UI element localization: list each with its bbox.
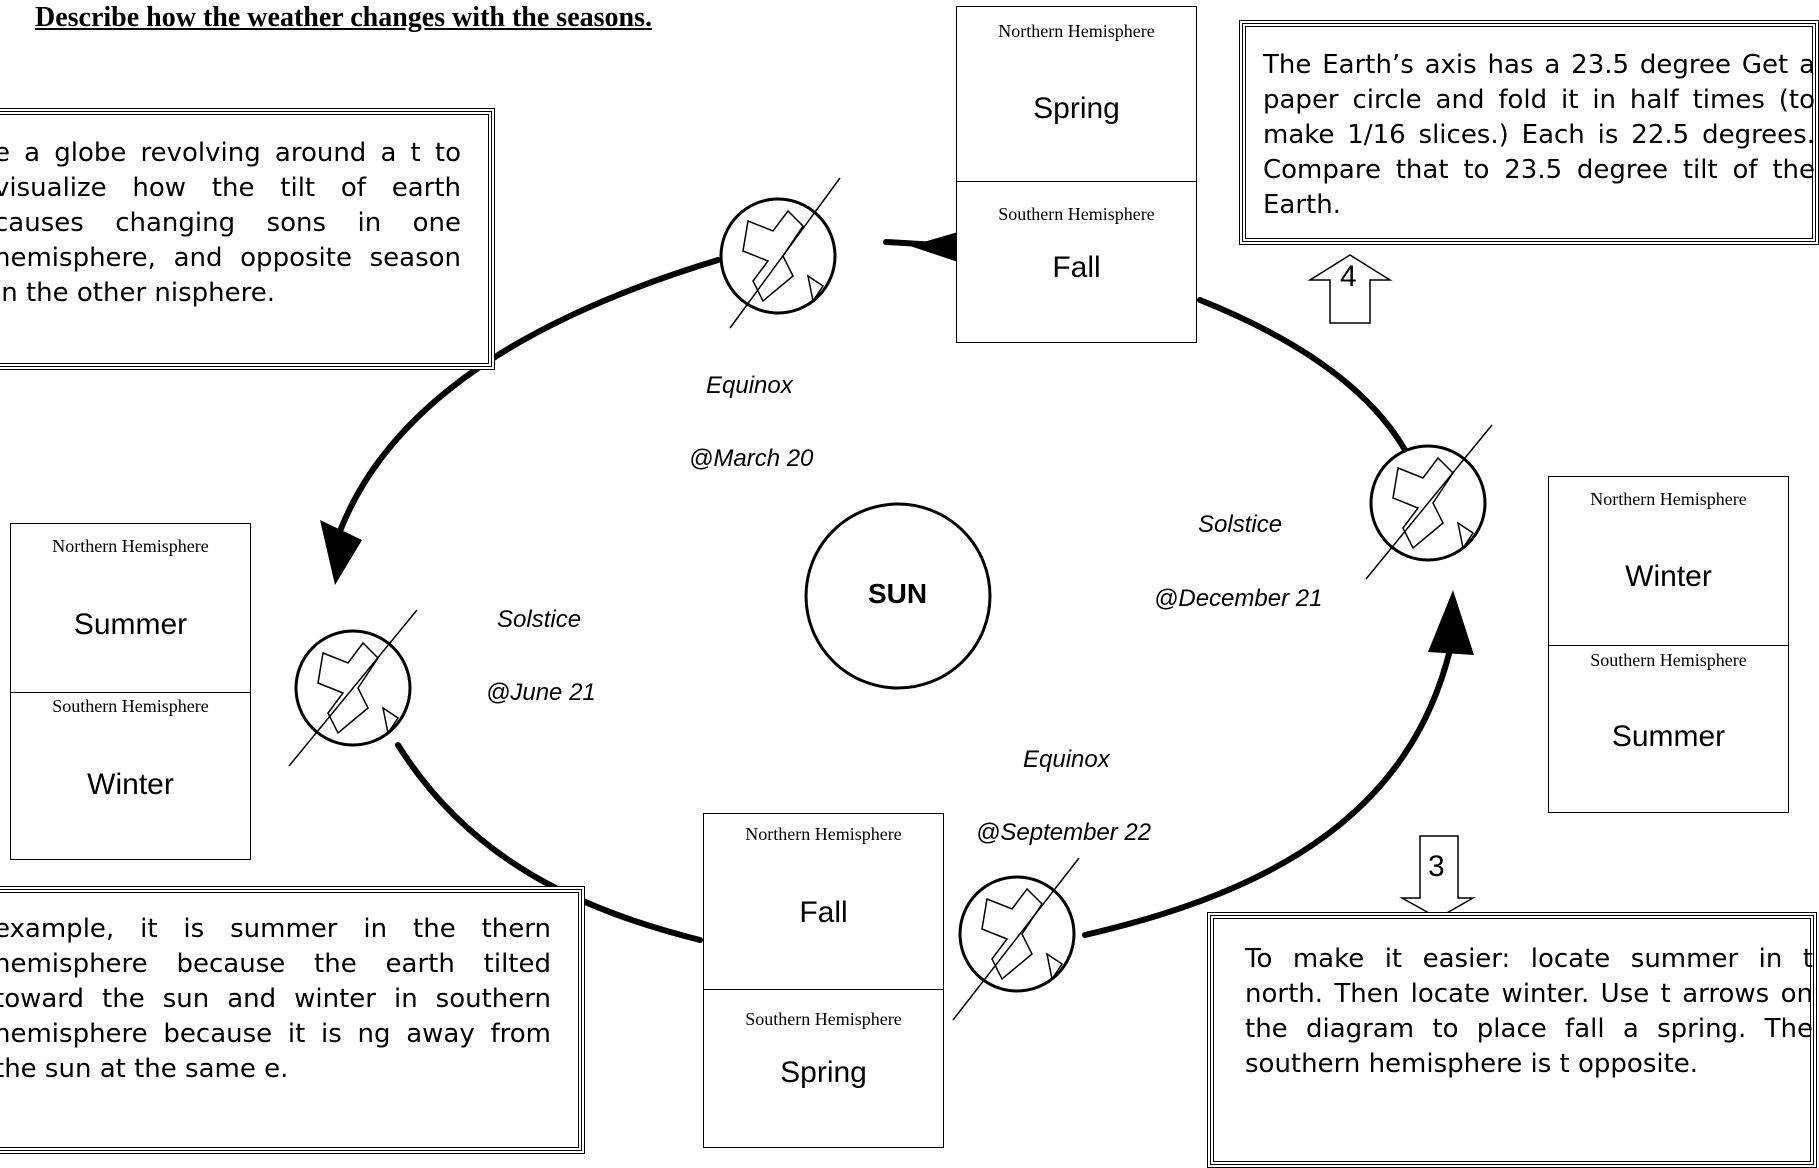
northern-season: Winter (1625, 560, 1712, 593)
orbit-arc-bottom-right (1082, 647, 1453, 938)
southern-hemisphere-label: Southern Hemisphere (745, 1009, 902, 1029)
march-date-label: @March 20 (689, 445, 814, 472)
september-date-label: @September 22 (976, 819, 1152, 846)
orbit-arc-bottom-left (395, 742, 703, 943)
season-box-right: Northern Hemisphere Winter Southern Hemi… (1548, 476, 1789, 813)
december-event-label: Solstice (1198, 511, 1283, 538)
northern-season: Spring (1033, 92, 1120, 125)
northern-hemisphere-label: Northern Hemisphere (998, 21, 1155, 41)
southern-season: Fall (1052, 251, 1101, 284)
december-date-label: @December 21 (1154, 585, 1323, 612)
arrowhead-right-up (1428, 590, 1474, 655)
northern-hemisphere-label: Northern Hemisphere (1590, 489, 1747, 509)
note-bottom-right: To make it easier: locate summer in t no… (1207, 912, 1817, 1168)
northern-season: Summer (73, 608, 188, 641)
globe-march (719, 177, 841, 329)
page-title: Describe how the weather changes with th… (35, 2, 652, 33)
step-label-up: 4 (1340, 260, 1357, 293)
june-event-label: Solstice (497, 606, 582, 633)
season-box-left: Northern Hemisphere Summer Southern Hemi… (10, 523, 251, 860)
march-event-label: Equinox (706, 372, 793, 399)
hemisphere-divider (1549, 645, 1788, 646)
orbit-arc-top-left (332, 257, 721, 548)
note-bottom-left-text: example, it is summer in the thern hemis… (0, 914, 551, 1084)
northern-hemisphere-label: Northern Hemisphere (52, 536, 209, 556)
season-box-bottom: Northern Hemisphere Fall Southern Hemisp… (703, 813, 944, 1148)
note-top-left-text: e a globe revolving around a t to visual… (0, 138, 461, 308)
southern-season: Spring (780, 1056, 867, 1089)
season-box-top: Northern Hemisphere Spring Southern Hemi… (956, 6, 1197, 343)
globe-september (952, 857, 1080, 1021)
sun-label: SUN (868, 578, 928, 609)
note-bottom-right-text: To make it easier: locate summer in t no… (1245, 944, 1813, 1079)
hemisphere-divider (11, 692, 250, 693)
step-arrow-up (1307, 254, 1393, 324)
southern-season: Winter (87, 768, 174, 801)
northern-hemisphere-label: Northern Hemisphere (745, 824, 902, 844)
globe-june (288, 609, 418, 767)
southern-hemisphere-label: Southern Hemisphere (998, 204, 1155, 224)
southern-season: Summer (1611, 720, 1726, 753)
arrowhead-left-down (320, 520, 362, 585)
globe-december (1365, 424, 1493, 580)
southern-hemisphere-label: Southern Hemisphere (1590, 650, 1747, 670)
orbit-diagram (288, 177, 1493, 1021)
northern-season: Fall (799, 896, 848, 929)
step-label-down: 3 (1428, 850, 1445, 883)
step-arrow-down (1399, 835, 1476, 919)
september-event-label: Equinox (1023, 746, 1110, 773)
southern-hemisphere-label: Southern Hemisphere (52, 696, 209, 716)
hemisphere-divider (957, 181, 1196, 182)
hemisphere-divider (704, 989, 943, 990)
note-top-right-text: The Earth’s axis has a 23.5 degree Get a… (1263, 50, 1815, 220)
sun-circle (804, 502, 992, 690)
note-bottom-left: example, it is summer in the thern hemis… (0, 886, 585, 1154)
arrowhead-top-right (910, 232, 958, 262)
orbit-arc-top-right (1197, 297, 1408, 453)
june-date-label: @June 21 (486, 679, 596, 706)
note-top-left: e a globe revolving around a t to visual… (0, 108, 495, 370)
note-top-right: The Earth’s axis has a 23.5 degree Get a… (1239, 20, 1819, 245)
